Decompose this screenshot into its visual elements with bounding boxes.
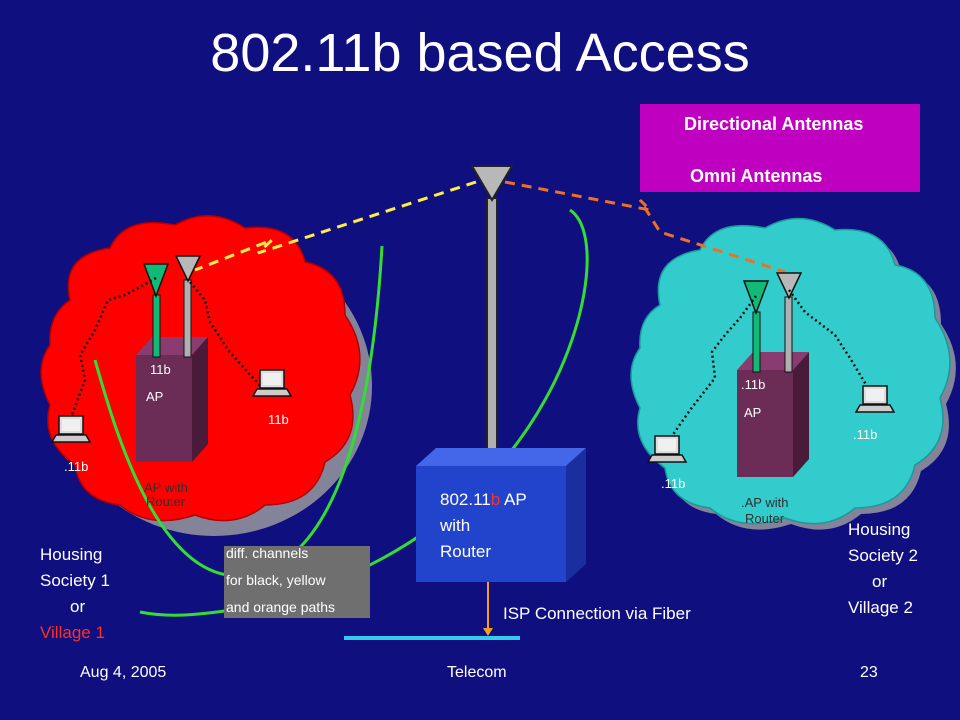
society2-ap-label-2: AP: [744, 405, 762, 420]
central-router-label-part1: 802.11: [440, 490, 491, 509]
legend-directional-label: Directional Antennas: [684, 114, 864, 134]
footer-page-number: 23: [860, 664, 878, 681]
central-router-label-line3: Router: [440, 542, 492, 561]
society1-ap-label-2: AP: [146, 389, 164, 404]
society2-router-label: Router: [745, 511, 785, 526]
note-line3: and orange paths: [226, 599, 335, 615]
orange-link-path: [504, 180, 786, 274]
society1-name-line1: Housing: [40, 545, 103, 564]
society2-name-line2: Society 2: [848, 546, 918, 565]
society2-laptop-right-label: .11b: [853, 427, 878, 442]
society1-router-label: Router: [146, 494, 186, 509]
society2-name-line4: Village 2: [848, 598, 913, 617]
society1-ap-label-1: 11b: [150, 362, 171, 377]
central-router-box: [416, 448, 586, 582]
laptop-icon: [50, 415, 92, 443]
society1-name-line2: Society 1: [40, 571, 110, 590]
laptop-icon: [854, 385, 896, 413]
central-router-label-part2: b: [490, 490, 501, 509]
footer-center: Telecom: [447, 664, 507, 681]
legend-omni-label: Omni Antennas: [690, 166, 823, 186]
note-line1: diff. channels: [226, 545, 309, 561]
footer-date: Aug 4, 2005: [80, 664, 167, 681]
isp-connection-label: ISP Connection via Fiber: [503, 604, 691, 623]
society1-directional-antenna-icon: [174, 255, 202, 283]
central-router-label-line2: with: [440, 516, 471, 535]
legend-box: [640, 104, 920, 192]
society2-name-line1: Housing: [848, 520, 911, 539]
note-line2: for black, yellow: [226, 572, 326, 588]
yellow-link-path: [194, 180, 477, 272]
society1-laptop-left-label: .11b: [64, 459, 89, 474]
society1-name-line3: or: [70, 597, 86, 616]
central-router-label: 802.11b AP with Router: [440, 487, 527, 565]
society2-directional-antenna-icon: [775, 272, 803, 300]
society2-laptop-left-label: .11b: [661, 476, 686, 491]
society2-name-line3: or: [872, 572, 888, 591]
society1-name-line4: Village 1: [40, 623, 105, 642]
society1-laptop-right-label: 11b: [268, 412, 289, 427]
central-directional-antenna-icon: [470, 165, 514, 202]
society2-ap-with-label: .AP with: [741, 495, 789, 510]
slide-title: 802.11b based Access: [210, 23, 750, 83]
central-mast: [486, 197, 498, 471]
laptop-icon: [646, 435, 688, 463]
laptop-icon: [251, 369, 293, 397]
note-box: [224, 546, 370, 618]
central-router-label-part3: AP: [500, 490, 527, 509]
society2-ap-label-1: .11b: [741, 377, 766, 392]
society1-ap-with-label: AP with: [144, 480, 188, 495]
